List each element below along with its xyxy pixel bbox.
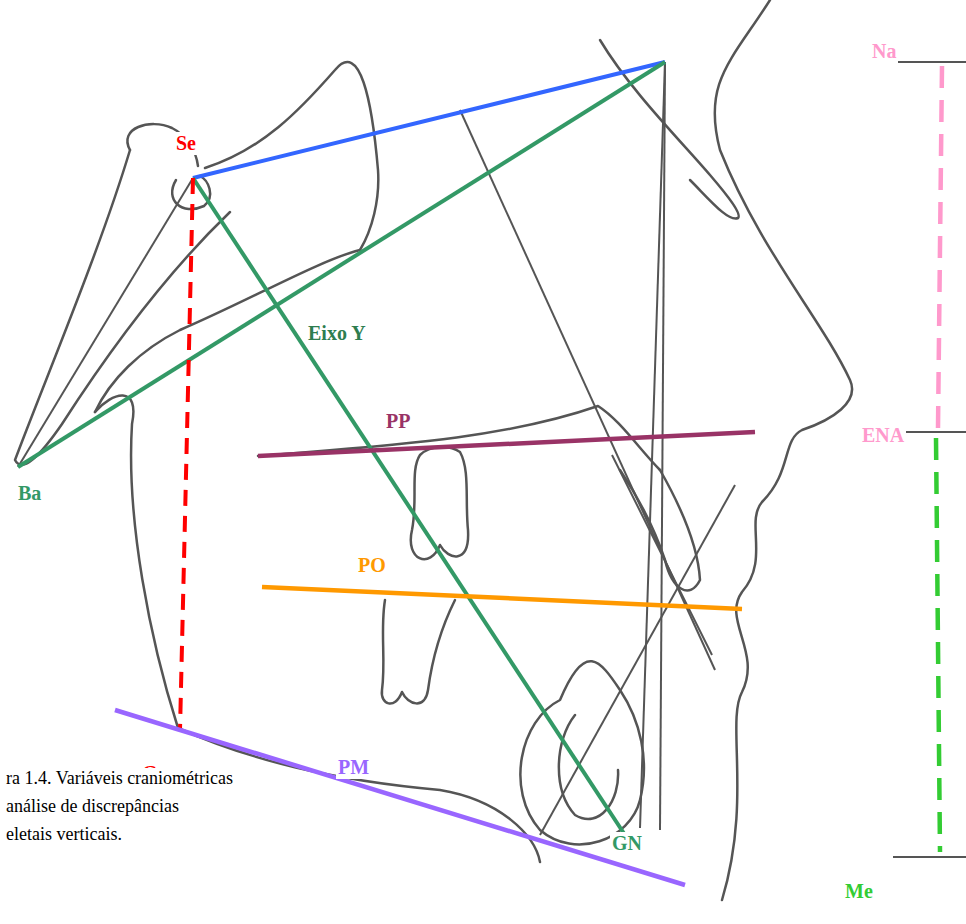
plane-label: PO [356, 554, 388, 577]
plane-label: PM [336, 756, 371, 779]
skull-outline [15, 0, 852, 900]
mandibular-plane [115, 710, 685, 885]
axis-label: Eixo Y [306, 322, 368, 345]
caption-line: análise de discrepâncias [4, 796, 181, 817]
landmark-label: GN [610, 832, 644, 855]
sn-line [193, 62, 665, 178]
plane-label: PP [384, 410, 412, 433]
lower-face-height [936, 438, 940, 852]
landmark-label: ENA [860, 424, 906, 447]
landmark-label: Ba [16, 482, 43, 505]
upper-face-height [938, 66, 942, 428]
se-go-dashed [180, 178, 193, 730]
caption-line: ra 1.4. Variáveis craniométricas [4, 768, 235, 789]
occlusal-plane [262, 587, 742, 609]
height-ticks [893, 62, 966, 857]
landmark-label: Na [870, 40, 898, 63]
landmark-label: Se [174, 132, 198, 155]
palatal-plane [258, 432, 755, 456]
caption-line: eletais verticais. [4, 824, 124, 845]
y-axis-line [193, 178, 625, 835]
landmark-label: Me [843, 880, 875, 903]
